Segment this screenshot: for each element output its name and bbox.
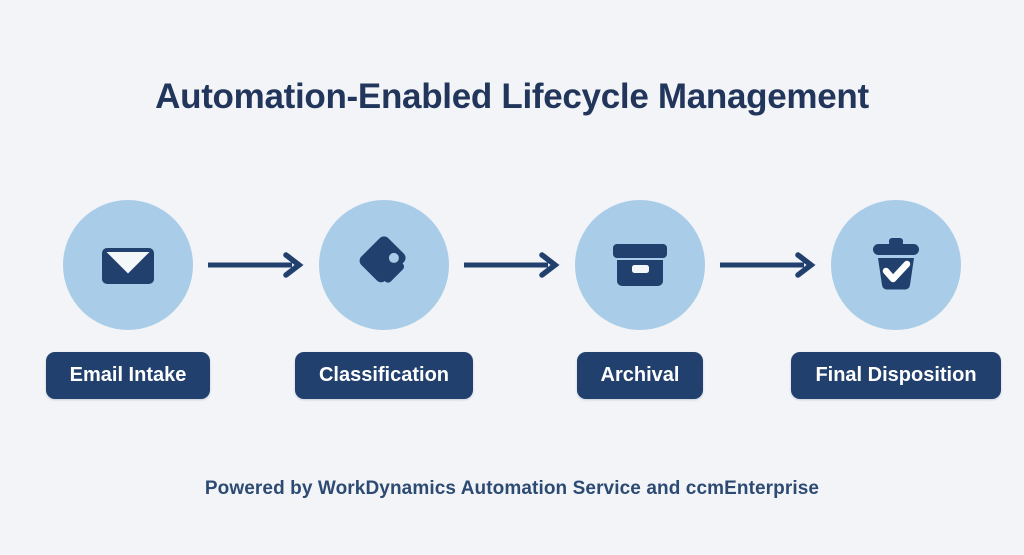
step-icon-circle xyxy=(575,200,705,330)
arrow-right-icon xyxy=(718,252,818,278)
step-label-badge[interactable]: Email Intake xyxy=(45,352,211,399)
page-title: Automation-Enabled Lifecycle Management xyxy=(155,77,869,116)
flow-step-email-intake[interactable]: Email Intake xyxy=(33,200,223,399)
step-icon-circle xyxy=(319,200,449,330)
flow-connector-2 xyxy=(464,200,560,330)
arrow-right-icon xyxy=(462,252,562,278)
arrow-right-icon xyxy=(206,252,306,278)
step-label-badge[interactable]: Classification xyxy=(294,352,474,399)
envelope-icon xyxy=(92,229,164,301)
flow-step-classification[interactable]: Classification xyxy=(289,200,479,399)
step-icon-circle xyxy=(831,200,961,330)
archive-box-icon xyxy=(604,229,676,301)
step-icon-circle xyxy=(63,200,193,330)
trash-check-icon xyxy=(860,229,932,301)
flow-connector-1 xyxy=(208,200,304,330)
step-label-badge[interactable]: Archival xyxy=(576,352,704,399)
flow-connector-3 xyxy=(720,200,816,330)
step-label-badge[interactable]: Final Disposition xyxy=(791,352,1001,399)
footer-note: Powered by WorkDynamics Automation Servi… xyxy=(204,478,820,499)
process-flow: Email Intake xyxy=(33,200,1001,415)
flow-step-archival[interactable]: Archival xyxy=(545,200,735,399)
flow-step-final-disposition[interactable]: Final Disposition xyxy=(791,200,1001,399)
tags-icon xyxy=(348,229,420,301)
